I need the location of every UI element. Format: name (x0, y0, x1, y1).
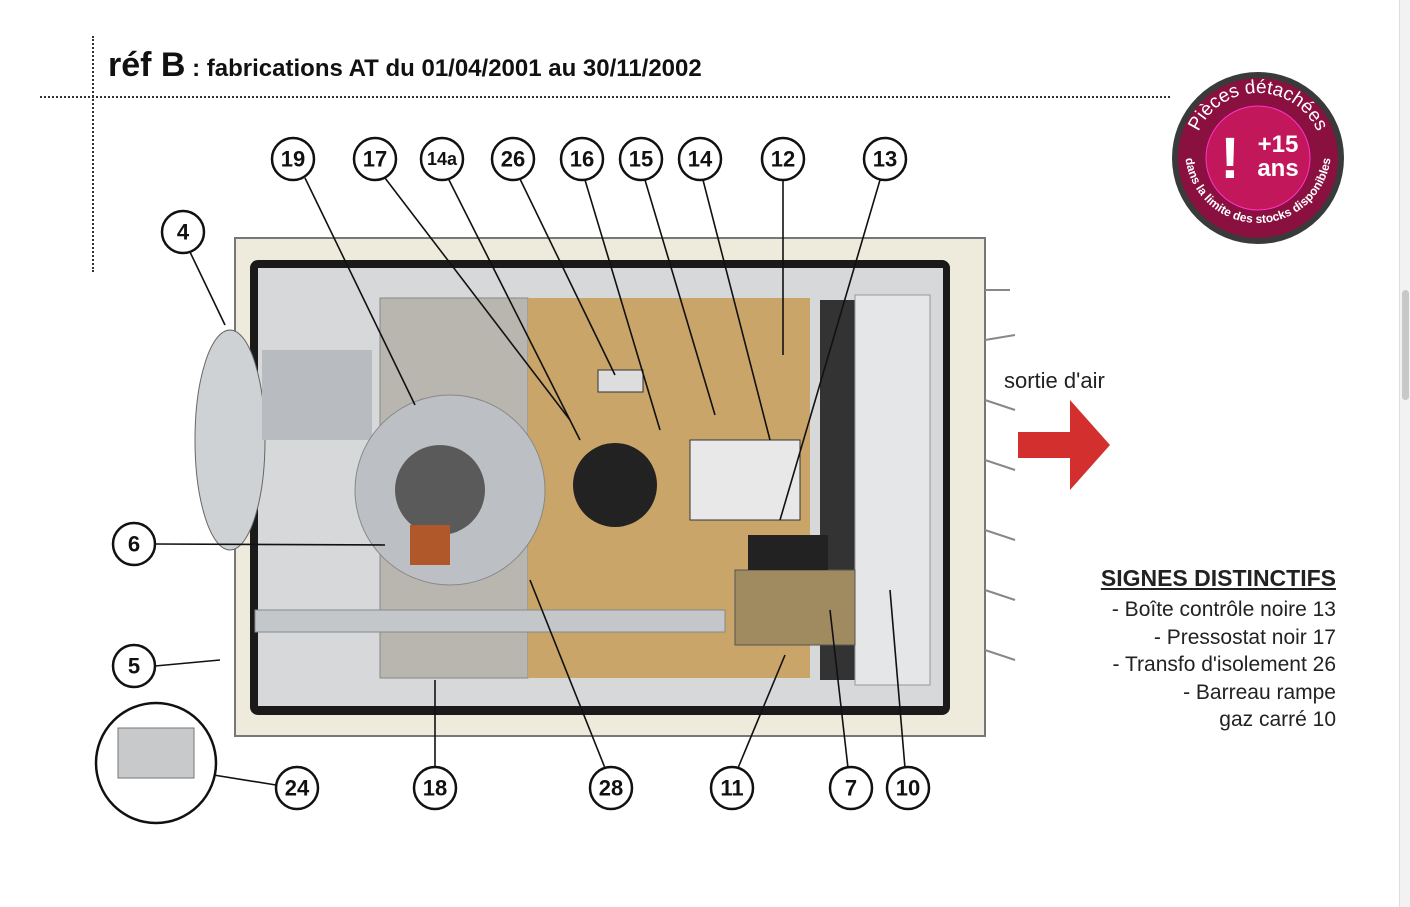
isolation-transformer (597, 369, 644, 393)
sign-line: - Pressostat noir 17 (1153, 625, 1336, 649)
fan-duct (262, 350, 372, 440)
callout-14a: 14a (419, 136, 465, 182)
svg-text:28: 28 (599, 776, 623, 801)
gas-pipe (254, 609, 726, 633)
callout-12: 12 (760, 136, 806, 182)
svg-text:19: 19 (281, 147, 305, 172)
svg-text:7: 7 (845, 776, 857, 801)
svg-text:14a: 14a (427, 149, 458, 169)
blower-motor (395, 445, 485, 535)
callout-18: 18 (412, 765, 458, 811)
ref-label: réf B (108, 46, 186, 84)
callout-14: 14 (677, 136, 723, 182)
callout-17: 17 (352, 136, 398, 182)
svg-text:11: 11 (720, 776, 743, 801)
svg-text:17: 17 (363, 147, 387, 172)
callout-24: 24 (274, 765, 320, 811)
svg-text:24: 24 (285, 776, 310, 801)
scrollbar-thumb[interactable] (1402, 290, 1409, 400)
svg-text:12: 12 (771, 147, 795, 172)
badge-unit: ans (1257, 155, 1298, 182)
callout-4: 4 (160, 209, 206, 255)
bracket-part (117, 727, 195, 779)
fan-motor-housing (194, 329, 266, 551)
distinctive-signs: SIGNES DISTINCTIFS - Boîte contrôle noir… (1101, 565, 1336, 734)
svg-text:4: 4 (177, 220, 190, 245)
airflow-label: sortie d'air (1004, 368, 1105, 393)
callout-13: 13 (862, 136, 908, 182)
svg-text:13: 13 (873, 147, 897, 172)
badge-plus: +15 (1258, 131, 1299, 158)
control-box (689, 439, 801, 521)
sign-line: - Transfo d'isolement 26 (1112, 653, 1336, 676)
callout-26: 26 (490, 136, 536, 182)
title-divider (40, 96, 1170, 98)
airflow-arrow-icon (1018, 400, 1110, 490)
gas-valve (734, 569, 856, 646)
svg-text:15: 15 (629, 147, 653, 172)
callout-7: 7 (828, 765, 874, 811)
scrollbar[interactable] (1399, 0, 1410, 907)
callout-19: 19 (270, 136, 316, 182)
sign-line: - Barreau rampe (1183, 680, 1336, 704)
svg-text:26: 26 (501, 147, 525, 172)
svg-text:5: 5 (128, 654, 140, 679)
leader-lines (154, 177, 906, 786)
pressure-switch (573, 443, 657, 527)
svg-text:6: 6 (128, 532, 140, 557)
svg-text:14: 14 (688, 147, 713, 172)
fabrication-dates: : fabrications AT du 01/04/2001 au 30/11… (185, 55, 702, 82)
valve-coils (748, 535, 828, 570)
grille-fins (984, 289, 1016, 661)
exclamation-icon: ! (1220, 126, 1239, 191)
callout-10: 10 (885, 765, 931, 811)
margin-divider (92, 36, 94, 272)
callout-6: 6 (111, 521, 157, 567)
svg-text:10: 10 (896, 776, 920, 801)
distinctive-signs-heading: SIGNES DISTINCTIFS (1100, 565, 1336, 591)
callout-28: 28 (588, 765, 634, 811)
callout-15: 15 (618, 136, 664, 182)
callout-16: 16 (559, 136, 605, 182)
spare-parts-badge: Pièces détachées dans la limite des stoc… (1172, 72, 1344, 244)
callout-11: 11 (709, 765, 755, 811)
callout-5: 5 (111, 643, 157, 689)
motor-coil (410, 525, 450, 565)
page-title: réf B : fabrications AT du 01/04/2001 au… (108, 46, 702, 85)
sign-line: - Boîte contrôle noire 13 (1111, 598, 1336, 621)
svg-text:18: 18 (423, 776, 447, 801)
sign-line: gaz carré 10 (1219, 708, 1336, 731)
svg-text:16: 16 (570, 147, 594, 172)
